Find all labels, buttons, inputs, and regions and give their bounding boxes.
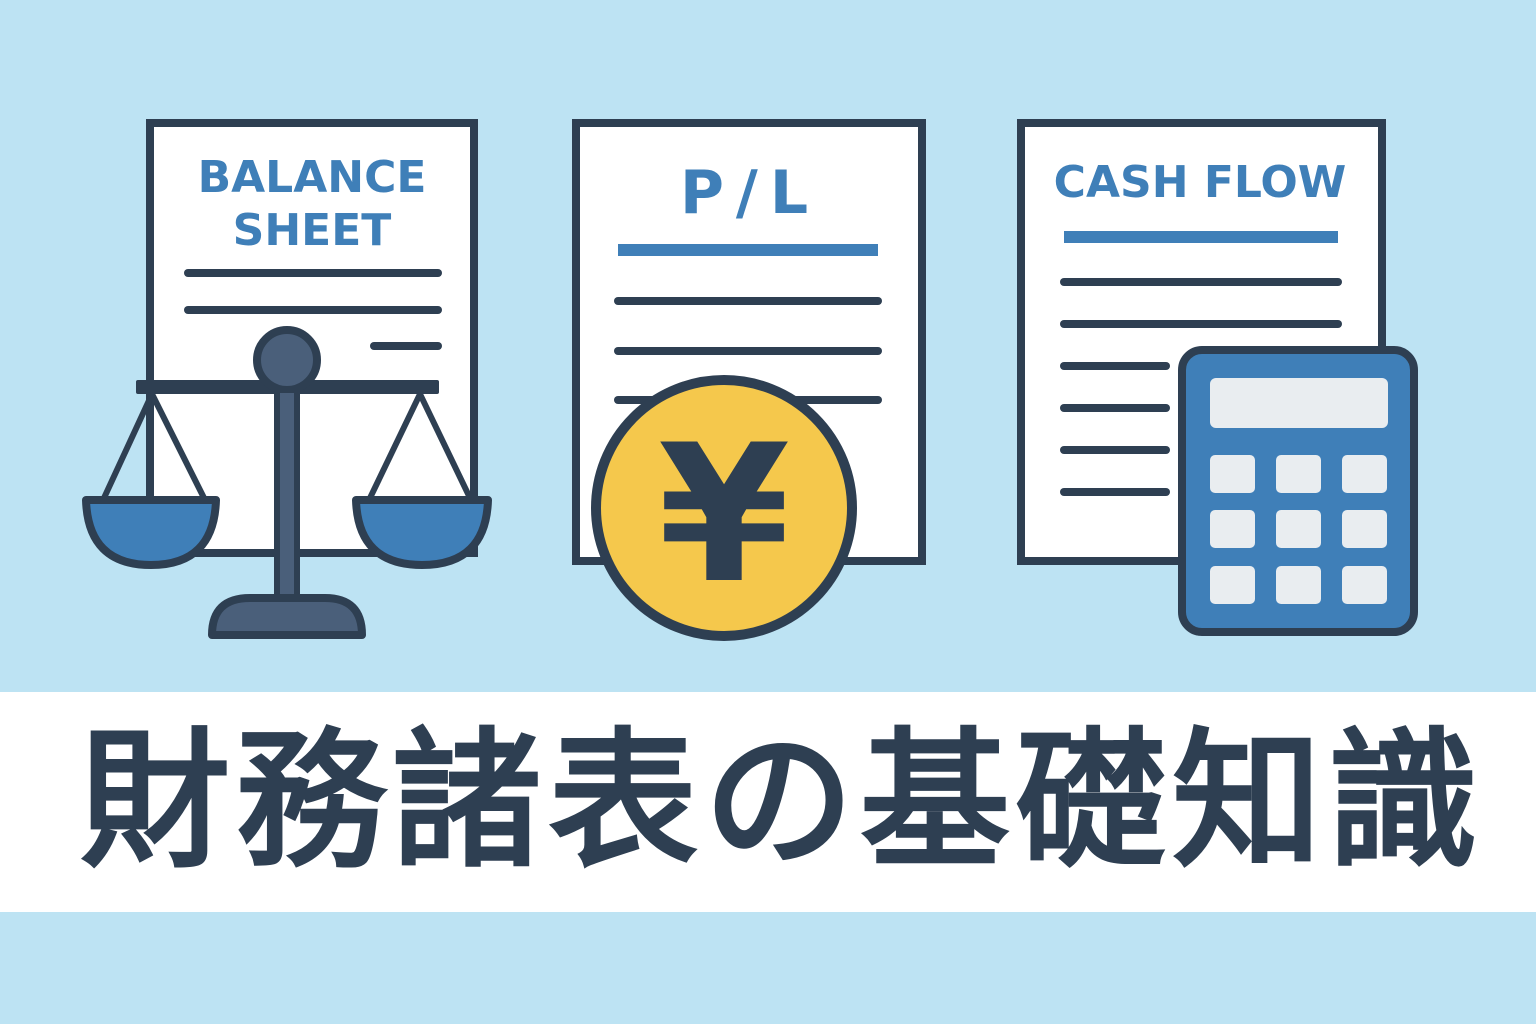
balance-scale-icon [82, 326, 492, 639]
balance-sheet-title-line1: BALANCE [198, 152, 427, 203]
balance-sheet-document: BALANCE SHEET [146, 119, 478, 557]
yen-coin-icon: ¥ [591, 375, 857, 641]
title-banner: 財務諸表の基礎知識 [0, 692, 1536, 912]
page-title: 財務諸表の基礎知識 [80, 715, 1485, 889]
cash-flow-title: CASH FLOW [1054, 157, 1347, 208]
calculator-icon [1178, 346, 1418, 636]
pl-title: P/L [680, 158, 820, 228]
yen-symbol: ¥ [658, 404, 790, 625]
illustration: BALANCE SHEET P/L ¥ [82, 119, 1418, 641]
balance-sheet-title-line2: SHEET [233, 205, 392, 256]
